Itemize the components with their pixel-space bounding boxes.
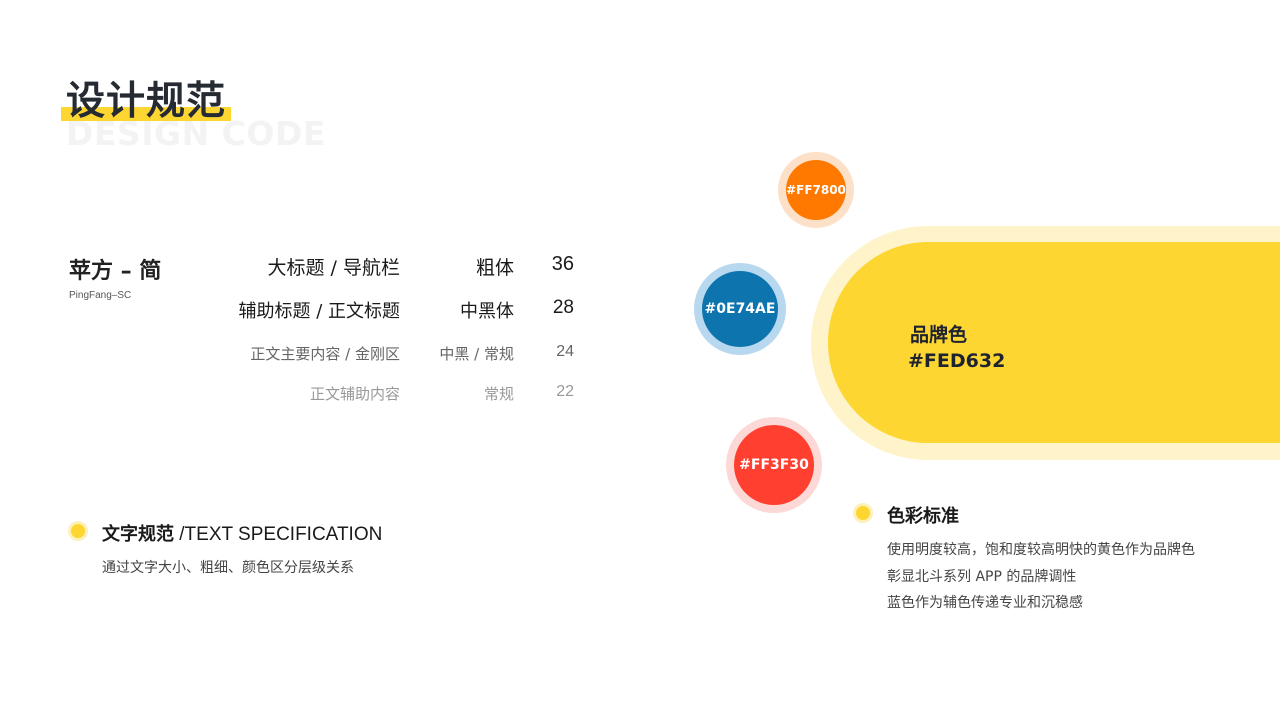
- color-standard-line: 彰显北斗系列 APP 的品牌调性: [887, 568, 1077, 585]
- brand-color-pill: [828, 242, 1280, 443]
- brand-color-hex: #FED632: [908, 350, 1006, 372]
- text-spec-description: 通过文字大小、粗细、颜色区分层级关系: [102, 560, 354, 576]
- type-weight: 中黑 / 常规: [439, 345, 514, 363]
- swatch-red-hex: #FF3F30: [734, 425, 814, 505]
- swatch-orange: #FF7800: [778, 152, 854, 228]
- type-scale-row: 大标题 / 导航栏 粗体 36: [0, 253, 580, 283]
- font-family-name: 苹方 – 简: [69, 259, 162, 284]
- type-size: 24: [556, 343, 574, 360]
- text-spec-title-cn: 文字规范: [102, 524, 174, 545]
- color-standard-line: 使用明度较高，饱和度较高明快的黄色作为品牌色: [887, 542, 1195, 558]
- color-standard-line: 蓝色作为辅色传递专业和沉稳感: [887, 595, 1083, 611]
- swatch-blue-hex: #0E74AE: [702, 271, 778, 347]
- bullet-dot-icon: [71, 524, 85, 538]
- type-scale-row: 正文主要内容 / 金刚区 中黑 / 常规 24: [0, 343, 580, 373]
- type-usage: 大标题 / 导航栏: [267, 257, 400, 279]
- type-weight: 粗体: [475, 257, 514, 279]
- type-scale-row: 正文辅助内容 常规 22: [0, 383, 580, 413]
- type-weight: 中黑体: [460, 301, 514, 322]
- text-spec-title: 文字规范 /TEXT SPECIFICATION: [102, 520, 382, 546]
- bullet-dot-icon: [856, 506, 870, 520]
- color-standard-description: 使用明度较高，饱和度较高明快的黄色作为品牌色 彰显北斗系列 APP 的品牌调性 …: [887, 537, 1195, 617]
- type-size: 28: [552, 297, 574, 318]
- page-title: 设计规范: [66, 79, 227, 124]
- swatch-blue: #0E74AE: [694, 263, 786, 355]
- color-standard-title: 色彩标准: [887, 506, 959, 527]
- text-spec-title-en: /TEXT SPECIFICATION: [174, 524, 383, 545]
- type-usage: 正文主要内容 / 金刚区: [250, 345, 400, 363]
- type-weight: 常规: [483, 385, 514, 403]
- title-underline-bar: [61, 107, 231, 121]
- font-family-sub: PingFang–SC: [69, 290, 132, 301]
- type-size: 36: [551, 253, 574, 275]
- swatch-red: #FF3F30: [726, 417, 822, 513]
- type-usage: 正文辅助内容: [309, 385, 400, 403]
- type-size: 22: [556, 383, 574, 400]
- brand-color-label: 品牌色: [910, 324, 968, 346]
- swatch-orange-hex: #FF7800: [786, 160, 846, 220]
- type-usage: 辅助标题 / 正文标题: [238, 301, 400, 322]
- type-scale-row: 辅助标题 / 正文标题 中黑体 28: [0, 297, 580, 327]
